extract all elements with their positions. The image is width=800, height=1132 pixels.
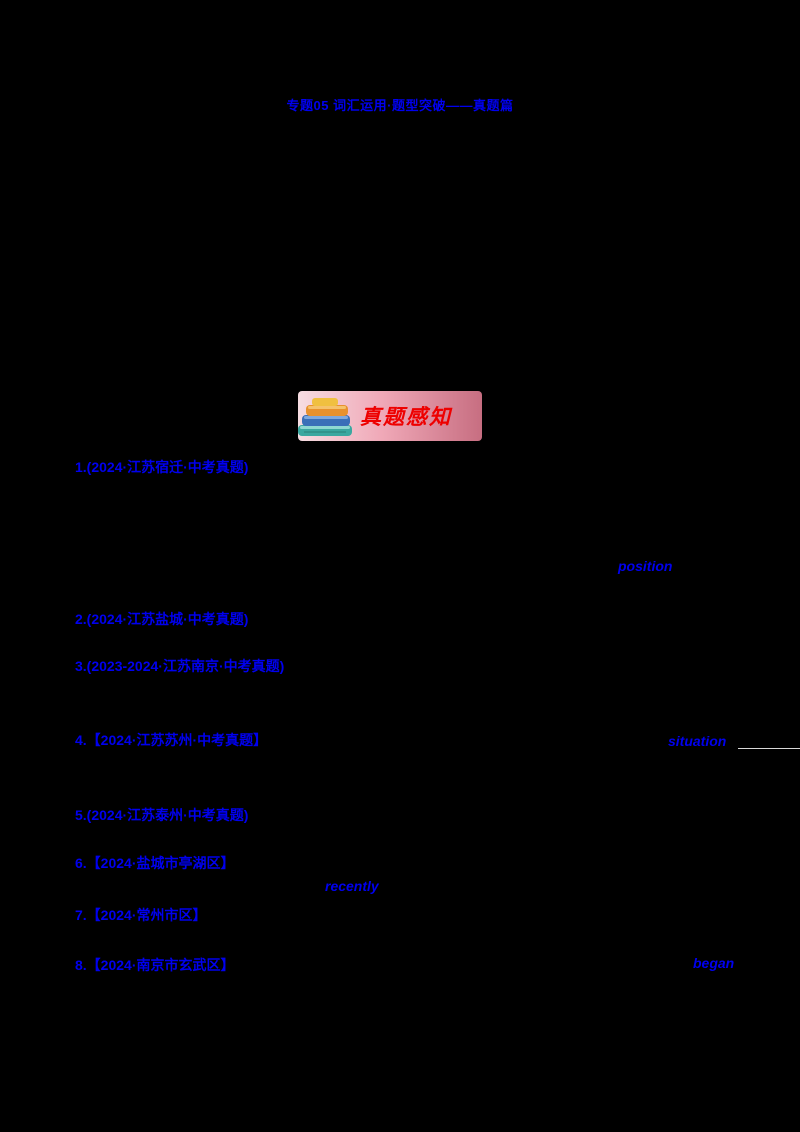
question-source-3: 3.(2023-2024·江苏南京·中考真题) (75, 658, 285, 674)
section-banner: 真题感知 (298, 391, 482, 441)
section-banner-label: 真题感知 (360, 406, 452, 429)
page-title: 专题05 词汇运用·题型突破——真题篇 (286, 98, 514, 113)
answer-word-began: began (693, 955, 735, 971)
answer-word-recently: recently (325, 878, 379, 894)
fill-blank-line (738, 734, 800, 749)
question-source-6: 6.【2024·盐城市亭湖区】 (75, 855, 235, 871)
answer-word-position: position (618, 558, 673, 574)
question-source-1: 1.(2024·江苏宿迁·中考真题) (75, 459, 249, 475)
question-source-4: 4.【2024·江苏苏州·中考真题】 (75, 732, 268, 748)
question-source-2: 2.(2024·江苏盐城·中考真题) (75, 611, 249, 627)
question-source-8: 8.【2024·南京市玄武区】 (75, 957, 235, 973)
answer-word-situation: situation (668, 733, 727, 749)
question-source-7: 7.【2024·常州市区】 (75, 907, 207, 923)
books-stack-icon (296, 393, 358, 439)
question-source-5: 5.(2024·江苏泰州·中考真题) (75, 807, 249, 823)
